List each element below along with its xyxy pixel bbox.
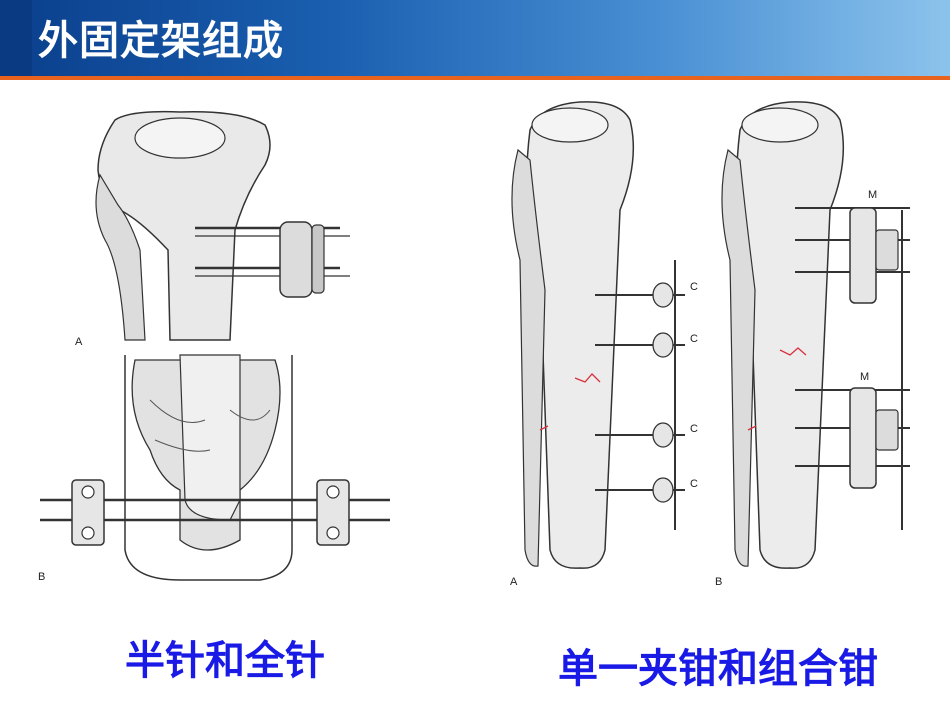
- left-panel-b-label: B: [38, 571, 45, 583]
- clamp-illustration: C C C C A M M B: [510, 101, 910, 588]
- right-panel-b-label: B: [715, 576, 722, 588]
- module-label-lower: M: [860, 371, 869, 383]
- half-and-full-pin-illustration: A B: [38, 110, 390, 583]
- right-panel-a-label: A: [510, 576, 518, 588]
- clamp-label-4: C: [690, 478, 698, 490]
- left-panel-a-label: A: [75, 336, 83, 348]
- panel-b-ankle: B: [38, 354, 390, 583]
- title-underline: [0, 76, 950, 80]
- title-accent: [0, 0, 32, 76]
- clamp-label-3: C: [690, 423, 698, 435]
- module-label-upper: M: [868, 189, 877, 201]
- clamp-label-2: C: [690, 333, 698, 345]
- panel-a-tibia: A: [75, 110, 350, 348]
- panel-a-single-clamps: C C C C A: [510, 101, 698, 588]
- caption-single-and-modular-clamps: 单一夹钳和组合钳: [558, 646, 878, 692]
- clamp-label-1: C: [690, 281, 698, 293]
- panel-b-modular-clamps: M M B: [715, 101, 910, 588]
- slide-title: 外固定架组成: [38, 18, 284, 64]
- single-clamp-pins: [595, 282, 685, 503]
- title-bar: 外固定架组成: [0, 0, 950, 76]
- caption-half-and-full-pins: 半针和全针: [125, 638, 325, 684]
